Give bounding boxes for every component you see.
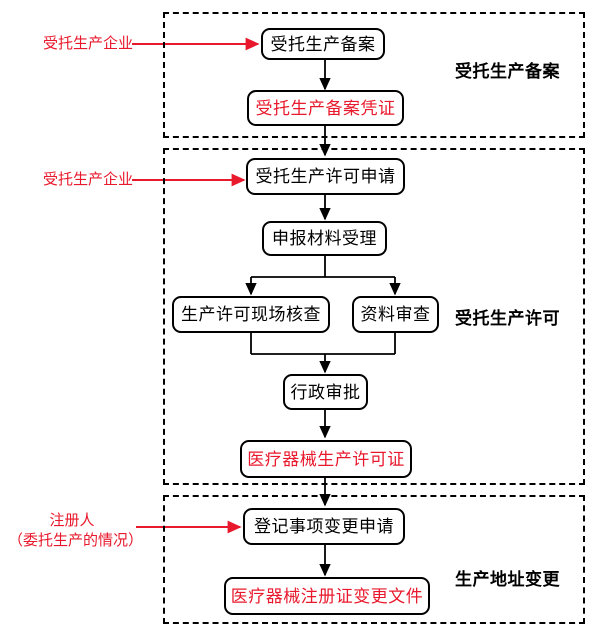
node-license-docreview[interactable]: 资料审查 (352, 296, 439, 333)
node-license-onsite[interactable]: 生产许可现场核查 (172, 296, 330, 333)
section-address-change (163, 495, 585, 624)
actor-filing-line1: 受托生产企业 (42, 36, 133, 52)
node-license-accept[interactable]: 申报材料受理 (262, 221, 387, 256)
node-filing-cert[interactable]: 受托生产备案凭证 (247, 90, 404, 126)
node-license-approval[interactable]: 行政审批 (283, 374, 368, 410)
node-change-doc[interactable]: 医疗器械注册证变更文件 (224, 577, 430, 615)
phase-label-address-change: 生产地址变更 (455, 570, 560, 590)
node-license-cert[interactable]: 医疗器械生产许可证 (240, 440, 412, 478)
node-filing-apply[interactable]: 受托生产备案 (261, 28, 385, 60)
section-license (163, 148, 585, 485)
actor-change-line1: 注册人 (49, 513, 95, 529)
actor-label-address-change: 注册人 （委托生产的情况） (8, 511, 144, 552)
section-filing (163, 12, 585, 138)
node-license-apply[interactable]: 受托生产许可申请 (246, 158, 405, 195)
phase-label-license: 受托生产许可 (455, 309, 560, 329)
node-change-apply[interactable]: 登记事项变更申请 (243, 508, 405, 545)
phase-label-filing: 受托生产备案 (455, 62, 560, 82)
actor-label-license: 受托生产企业 (42, 170, 134, 190)
actor-label-filing: 受托生产企业 (42, 34, 134, 54)
actor-license-line1: 受托生产企业 (42, 172, 133, 188)
actor-change-line2: （委托生产的情况） (8, 533, 144, 550)
